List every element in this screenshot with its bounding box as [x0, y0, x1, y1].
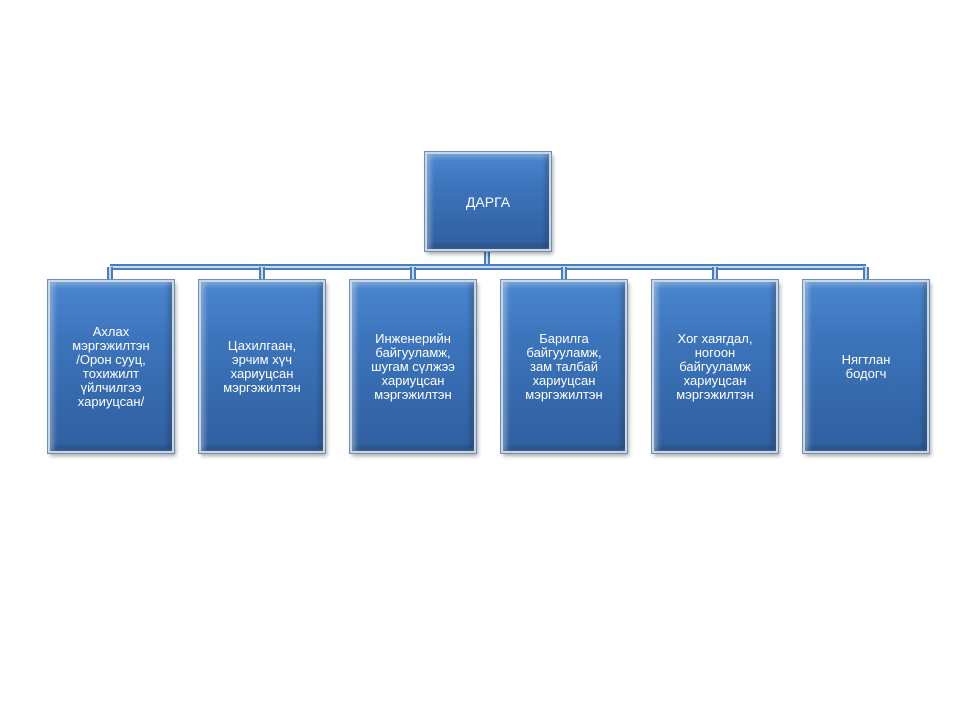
node-child-3: Инженерийн байгууламж, шугам сүлжээ хари…: [349, 279, 477, 454]
node-child-5-label: Хог хаягдал, ногоон байгууламж хариуцсан…: [676, 330, 754, 402]
node-child-4: Барилга байгууламж, зам талбай хариуцсан…: [500, 279, 628, 454]
node-root-label: ДАРГА: [465, 193, 511, 210]
node-child-1: Ахлах мэргэжилтэн /Орон сууц, тохижилт ү…: [47, 279, 175, 454]
node-child-6-label: Нягтлан бодогч: [841, 351, 891, 381]
node-child-2-label: Цахилгаан, эрчим хүч хариуцсан мэргэжилт…: [223, 337, 301, 395]
node-child-4-label: Барилга байгууламж, зам талбай хариуцсан…: [525, 330, 603, 402]
node-child-1-label: Ахлах мэргэжилтэн /Орон сууц, тохижилт ү…: [72, 323, 150, 409]
node-child-6: Нягтлан бодогч: [802, 279, 930, 454]
node-child-2: Цахилгаан, эрчим хүч хариуцсан мэргэжилт…: [198, 279, 326, 454]
node-child-3-label: Инженерийн байгууламж, шугам сүлжээ хари…: [371, 330, 455, 402]
node-root: ДАРГА: [424, 151, 552, 252]
node-child-5: Хог хаягдал, ногоон байгууламж хариуцсан…: [651, 279, 779, 454]
